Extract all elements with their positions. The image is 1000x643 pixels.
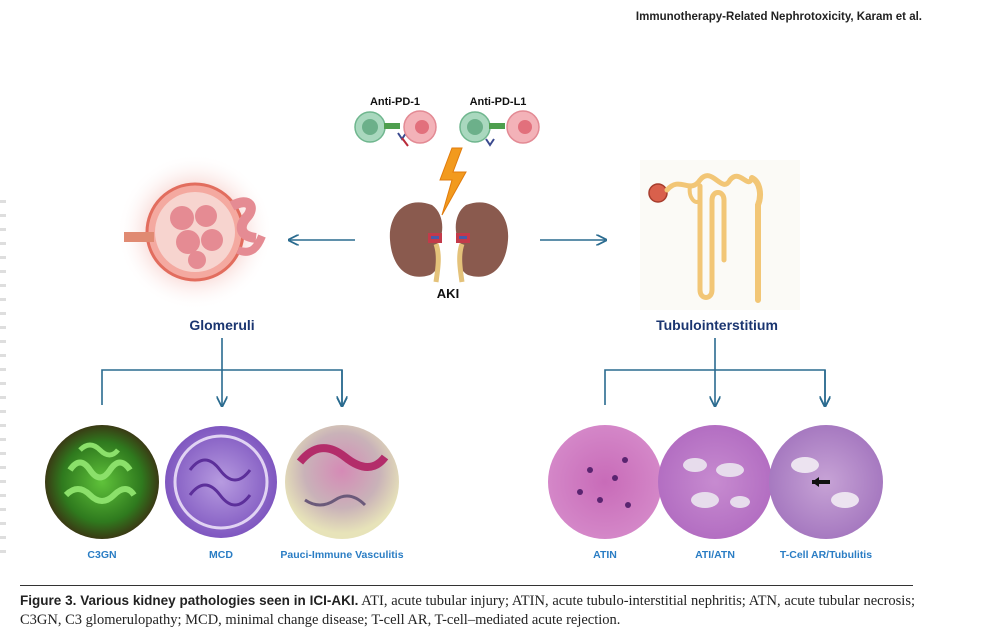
pathology-label-mcd: MCD [209, 549, 233, 561]
label-aki: AKI [437, 286, 459, 301]
page-margin-strip [0, 200, 6, 560]
tubulointerstitium-branch-arrows [604, 338, 825, 405]
figure-3-diagram: Anti-PD-1 Anti-PD-L1 AKI [45, 96, 883, 561]
pathology-label-ati-atn: ATI/ATN [695, 549, 735, 561]
anti-pd-1-cell-illustration [354, 110, 437, 147]
lightning-bolt-icon [439, 147, 467, 216]
caption-text: ATI, acute tubular injury; ATIN, acute t… [20, 593, 915, 628]
pathology-label-c3gn: C3GN [87, 549, 116, 561]
label-anti-pd-l1: Anti-PD-L1 [470, 96, 527, 108]
anti-pd-l1-cell-illustration [459, 110, 540, 147]
histology-mcd [165, 426, 277, 538]
running-head: Immunotherapy-Related Nephrotoxicity, Ka… [635, 11, 922, 23]
pathology-label-atin: ATIN [593, 549, 617, 561]
nephron-tubule-illustration [640, 160, 800, 310]
histology-t-cell-ar-tubulitis [769, 425, 883, 539]
kidneys-illustration [389, 202, 509, 283]
pathology-label-t-cell-ar-tubulitis: T-Cell AR/Tubulitis [780, 549, 872, 561]
histology-c3gn [45, 425, 159, 539]
histology-atin [548, 425, 662, 539]
caption-rule [20, 585, 913, 586]
pathology-label-pauci-immune-vasculitis: Pauci-Immune Vasculitis [280, 549, 403, 561]
label-tubulointerstitium: Tubulointerstitium [656, 317, 778, 333]
label-glomeruli: Glomeruli [189, 317, 254, 333]
histology-pauci-immune-vasculitis [285, 425, 399, 539]
caption-title: Figure 3. Various kidney pathologies see… [20, 593, 359, 608]
label-anti-pd-1: Anti-PD-1 [370, 96, 420, 108]
glomeruli-branch-arrows [101, 338, 342, 405]
glomerulus-illustration [117, 154, 273, 310]
histology-ati-atn [658, 425, 772, 539]
figure-caption: Figure 3. Various kidney pathologies see… [20, 591, 915, 630]
